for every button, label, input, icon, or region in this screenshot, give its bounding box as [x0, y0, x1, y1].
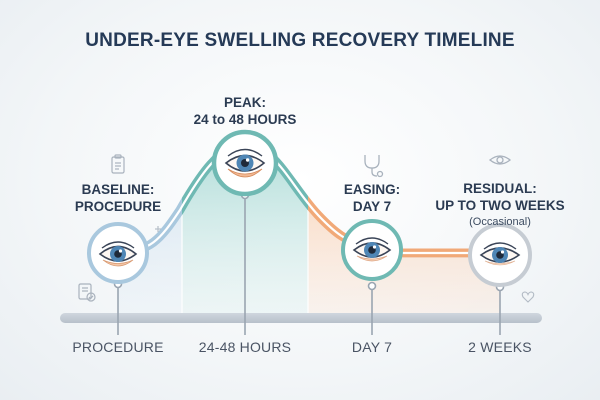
axis-label-24-48-hours: 24-48 HOURS [198, 339, 292, 355]
eye-icon [479, 242, 521, 266]
stage-title: PEAK: [223, 95, 266, 110]
stethoscope-icon [364, 155, 384, 178]
eye-node-residual [468, 223, 532, 287]
eye-outline-icon [488, 155, 512, 165]
eye-node-peak [211, 129, 279, 197]
eye-icon [352, 237, 392, 262]
stage-label-residual: RESIDUAL: UP TO TWO WEEKS (Occasional) [420, 180, 580, 231]
checklist-icon [78, 283, 96, 302]
clipboard-icon [111, 154, 125, 174]
heart-outline-icon [521, 291, 535, 303]
stage-title: BASELINE: [81, 182, 155, 197]
stage-label-peak: PEAK: 24 to 48 HOURS [185, 94, 305, 128]
stage-detail: DAY 7 [352, 199, 392, 214]
axis-label-procedure: PROCEDURE [72, 339, 164, 355]
stage-note: (Occasional) [469, 216, 531, 228]
stage-title: EASING: [343, 182, 401, 197]
diagram-title: UNDER-EYE SWELLING RECOVERY TIMELINE [85, 30, 515, 51]
axis-label-2-weeks: 2 WEEKS [468, 339, 532, 355]
eye-node-easing [341, 219, 403, 281]
swelling-area [118, 150, 500, 320]
plus-icon [155, 226, 161, 232]
axis-label-day-7: DAY 7 [351, 339, 393, 355]
stage-label-baseline: BASELINE: PROCEDURE [68, 181, 168, 215]
eye-icon [98, 241, 138, 267]
stage-label-easing: EASING: DAY 7 [322, 181, 422, 215]
timeline-axis [60, 313, 542, 323]
stage-detail: PROCEDURE [74, 199, 162, 214]
stage-title: RESIDUAL: [463, 181, 537, 196]
eye-node-baseline [87, 222, 149, 284]
stage-detail: 24 to 48 HOURS [193, 112, 297, 127]
eye-icon [224, 148, 266, 178]
stage-detail: UP TO TWO WEEKS [435, 198, 565, 213]
